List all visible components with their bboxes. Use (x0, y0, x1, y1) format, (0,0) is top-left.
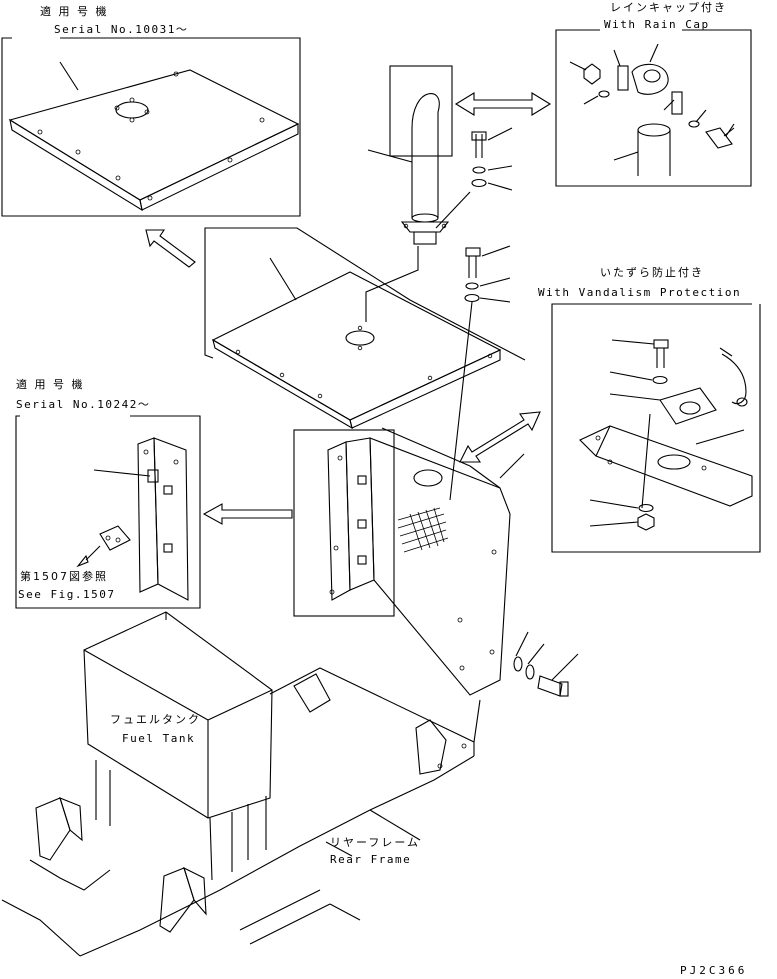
arrow-rain-cap (454, 92, 552, 116)
top-left-inset (1, 37, 301, 217)
rear-frame (1, 667, 481, 957)
serial-left-en-label: Serial No.10242～ (16, 398, 151, 411)
serial-top-en-label: Serial No.10031～ (54, 23, 189, 36)
see-fig-en-label: See Fig.1507 (18, 588, 116, 601)
housing-cover (293, 427, 525, 696)
fuel-tank-en-label: Fuel Tank (122, 732, 196, 745)
rain-cap-inset (555, 29, 752, 187)
fuel-tank-jp-label: フュエルタンク (110, 713, 201, 726)
lower-bolt-group (513, 631, 579, 697)
arrow-vandalism (459, 411, 541, 463)
vandal-jp-label: いたずら防止付き (600, 266, 704, 279)
drawing-code-label: PJ2C366 (680, 964, 748, 977)
rear-frame-jp-label: リヤーフレーム (330, 836, 421, 849)
upper-plate-group (204, 65, 526, 501)
fuel-tank (83, 611, 273, 881)
arrow-to-top-inset (145, 229, 196, 268)
vandal-en-label: With Vandalism Protection (538, 286, 742, 299)
vandalism-inset (551, 303, 761, 553)
rain-cap-en-label: With Rain Cap (604, 18, 710, 31)
serial-top-jp-label: 適 用 号 機 (40, 5, 109, 18)
see-fig-jp-label: 第1507図参照 (20, 570, 108, 583)
rear-frame-en-label: Rear Frame (330, 853, 412, 866)
rain-cap-jp-label: レインキャップ付き (610, 1, 727, 14)
arrow-to-left-inset (202, 503, 293, 525)
serial-left-jp-label: 適 用 号 機 (16, 378, 85, 391)
left-inset (15, 415, 201, 609)
